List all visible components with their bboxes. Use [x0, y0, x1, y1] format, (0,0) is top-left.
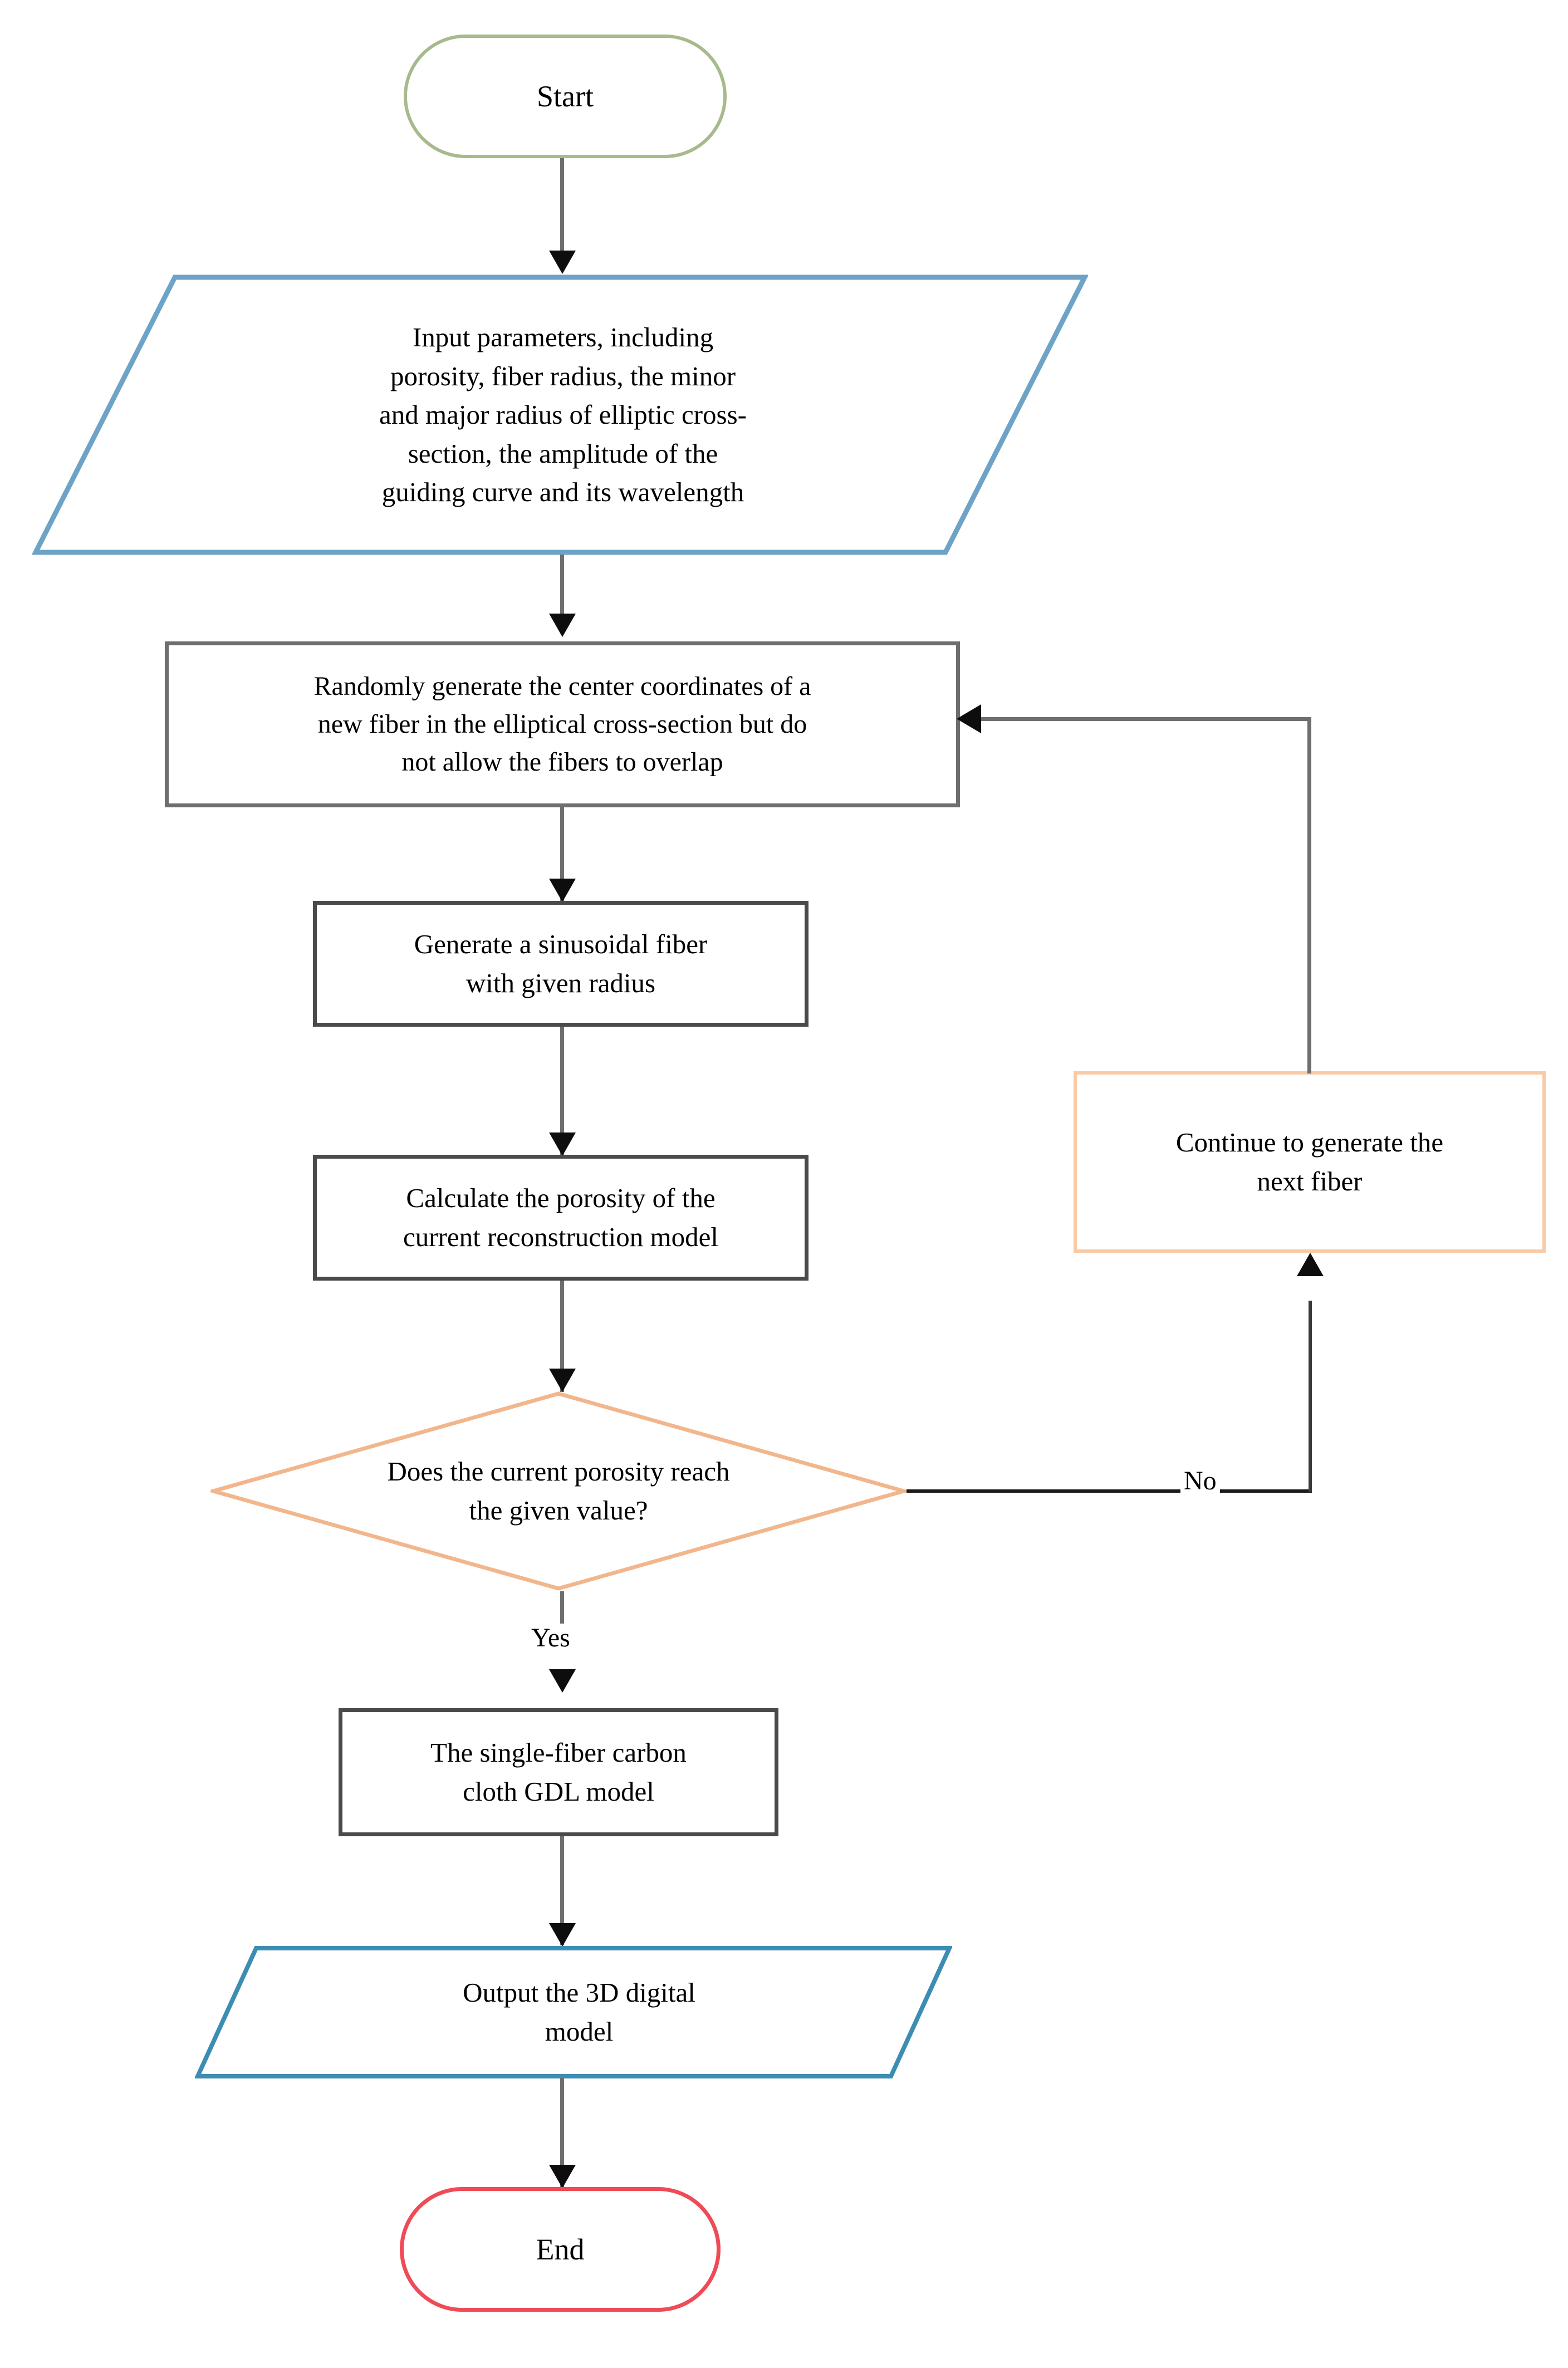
node-input-parameters[interactable]: Input parameters, including porosity, fi…	[32, 274, 1088, 556]
node-continue-next-fiber-label: Continue to generate the next fiber	[1175, 1127, 1444, 1197]
edge-calculate-to-decision-arrow	[549, 1369, 576, 1392]
edge-no-horizontal	[906, 1489, 1312, 1493]
edge-generate-to-calculate-line	[560, 1027, 564, 1155]
edge-gdl-to-output-line	[560, 1836, 564, 1945]
edge-output-to-end-arrow	[549, 2165, 576, 2188]
node-random-center-label: Randomly generate the center coordinates…	[313, 671, 811, 777]
edge-yes-arrow	[549, 1669, 576, 1693]
node-gdl-model[interactable]: The single-fiber carbon cloth GDL model	[339, 1708, 778, 1836]
node-end-label: End	[536, 2232, 585, 2266]
edge-input-to-random-arrow	[549, 614, 576, 637]
node-gdl-model-label: The single-fiber carbon cloth GDL model	[430, 1737, 687, 1807]
node-calculate-porosity[interactable]: Calculate the porosity of the current re…	[313, 1155, 808, 1281]
edge-random-to-generate-line	[560, 807, 564, 901]
edge-label-no: No	[1180, 1468, 1220, 1494]
node-porosity-decision-label: Does the current porosity reach the give…	[387, 1456, 730, 1526]
edge-loop-vertical	[1307, 717, 1311, 1073]
node-end[interactable]: End	[400, 2187, 721, 2312]
node-output-model[interactable]: Output the 3D digital model	[195, 1945, 952, 2079]
node-generate-fiber[interactable]: Generate a sinusoidal fiber with given r…	[313, 901, 808, 1027]
edge-loop-arrow-into-random	[957, 704, 981, 733]
node-start-label: Start	[537, 79, 594, 113]
edge-input-to-random-line	[560, 555, 564, 634]
edge-start-to-input-line	[560, 158, 564, 268]
edge-generate-to-calculate-arrow	[549, 1132, 576, 1156]
edge-start-to-input-arrow	[549, 251, 576, 274]
porosity-decision-shape	[210, 1391, 906, 1591]
edge-output-to-end-line	[560, 2078, 564, 2188]
edge-no-vertical-up	[1309, 1301, 1312, 1492]
edge-no-arrow-into-continue	[1297, 1253, 1324, 1276]
edge-yes-line-upper	[560, 1591, 564, 1624]
node-start[interactable]: Start	[404, 35, 727, 158]
edge-loop-horizontal	[980, 717, 1310, 721]
node-calculate-porosity-label: Calculate the porosity of the current re…	[403, 1183, 718, 1252]
node-random-center[interactable]: Randomly generate the center coordinates…	[165, 641, 960, 807]
node-output-model-label: Output the 3D digital model	[463, 1977, 695, 2047]
node-porosity-decision[interactable]: Does the current porosity reach the give…	[210, 1391, 906, 1591]
edge-calculate-to-decision-line	[560, 1281, 564, 1392]
node-continue-next-fiber[interactable]: Continue to generate the next fiber	[1074, 1071, 1546, 1253]
edge-random-to-generate-arrow	[549, 879, 576, 902]
edge-label-yes: Yes	[528, 1625, 574, 1651]
node-generate-fiber-label: Generate a sinusoidal fiber with given r…	[414, 929, 708, 998]
node-input-parameters-label: Input parameters, including porosity, fi…	[379, 322, 747, 508]
edge-gdl-to-output-arrow	[549, 1923, 576, 1947]
